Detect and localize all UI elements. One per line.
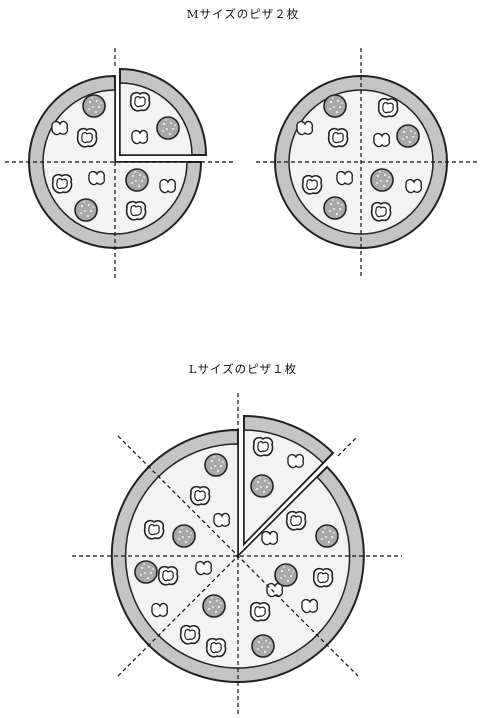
large-pulled-slice	[243, 414, 335, 547]
medium-pizza-1	[5, 48, 236, 278]
pulled-slice	[119, 67, 208, 156]
cut-lines	[256, 48, 478, 278]
medium-pizza-2	[256, 48, 478, 278]
cut-lines	[5, 48, 236, 278]
cut-lines	[72, 393, 402, 716]
large-pizza	[72, 393, 402, 716]
large-pizza-title: Lサイズのピザ１枚	[188, 362, 298, 376]
medium-pizza-title: Mサイズのピザ２枚	[186, 7, 300, 21]
